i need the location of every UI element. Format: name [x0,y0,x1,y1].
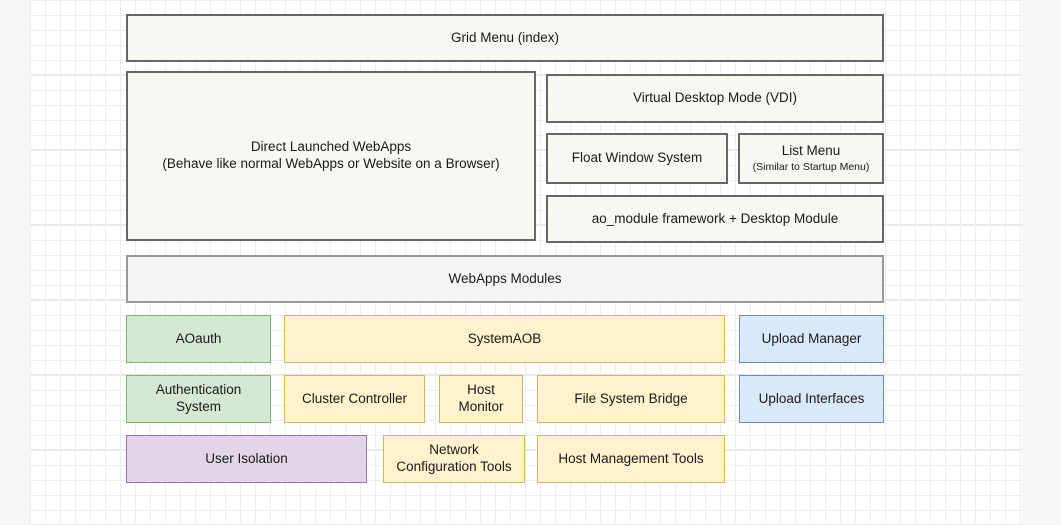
node-network-configuration-tools-label: Network Configuration Tools [390,442,518,476]
node-cluster-controller-label: Cluster Controller [302,391,407,408]
node-user-isolation-label: User Isolation [205,451,288,468]
node-upload-interfaces[interactable]: Upload Interfaces [739,375,884,423]
node-file-system-bridge-label: File System Bridge [574,391,687,408]
node-host-management-tools-label: Host Management Tools [558,451,703,468]
node-host-monitor[interactable]: Host Monitor [439,375,523,423]
node-float-window-system[interactable]: Float Window System [546,133,728,184]
node-list-menu[interactable]: List Menu (Similar to Startup Menu) [738,133,884,184]
node-webapps-modules-label: WebApps Modules [448,271,561,288]
node-upload-manager[interactable]: Upload Manager [739,315,884,363]
node-ao-module-framework-label: ao_module framework + Desktop Module [592,211,839,228]
node-float-window-system-label: Float Window System [572,150,703,167]
node-authentication-system[interactable]: Authentication System [126,375,271,423]
node-list-menu-sublabel: (Similar to Startup Menu) [753,161,870,174]
node-upload-interfaces-label: Upload Interfaces [759,391,865,408]
node-grid-menu[interactable]: Grid Menu (index) [126,14,884,62]
node-systemaob-label: SystemAOB [468,331,542,348]
node-aoauth-label: AOauth [176,331,222,348]
node-virtual-desktop-mode[interactable]: Virtual Desktop Mode (VDI) [546,74,884,123]
node-user-isolation[interactable]: User Isolation [126,435,367,483]
node-upload-manager-label: Upload Manager [762,331,862,348]
node-list-menu-label: List Menu [782,143,841,160]
node-host-management-tools[interactable]: Host Management Tools [537,435,725,483]
node-direct-launched-webapps-line2: (Behave like normal WebApps or Website o… [162,156,499,173]
node-grid-menu-label: Grid Menu (index) [451,30,559,47]
node-virtual-desktop-mode-label: Virtual Desktop Mode (VDI) [633,90,797,107]
node-file-system-bridge[interactable]: File System Bridge [537,375,725,423]
node-webapps-modules[interactable]: WebApps Modules [126,255,884,303]
node-direct-launched-webapps-line1: Direct Launched WebApps [251,139,411,156]
node-cluster-controller[interactable]: Cluster Controller [284,375,425,423]
node-authentication-system-label: Authentication System [133,382,264,416]
node-host-monitor-label: Host Monitor [446,382,516,416]
node-aoauth[interactable]: AOauth [126,315,271,363]
node-systemaob[interactable]: SystemAOB [284,315,725,363]
node-direct-launched-webapps[interactable]: Direct Launched WebApps (Behave like nor… [126,71,536,241]
node-ao-module-framework[interactable]: ao_module framework + Desktop Module [546,195,884,243]
node-network-configuration-tools[interactable]: Network Configuration Tools [383,435,525,483]
